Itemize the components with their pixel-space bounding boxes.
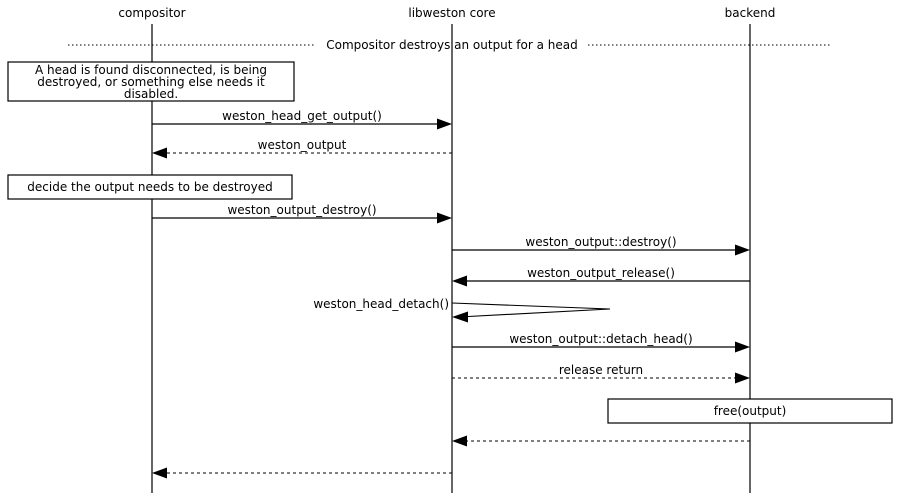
note-free-output-box xyxy=(607,398,893,424)
arrow-head-weston-output-destroy xyxy=(437,212,452,224)
message-loop-weston-head-detach xyxy=(451,302,611,318)
arrow-head-weston-head-get-output xyxy=(437,118,452,130)
actor-label-compositor: compositor xyxy=(118,6,185,20)
arrow-head-backend-return xyxy=(452,435,467,447)
note-head-disconnected-line-3: disabled. xyxy=(124,87,178,101)
arrow-head-weston-output-detach-head xyxy=(735,341,750,353)
message-label-weston-output-detach-head: weston_output::detach_head() xyxy=(509,332,692,346)
note-head-disconnected-line-1: A head is found disconnected, is being xyxy=(35,63,267,77)
arrow-head-weston-output-destroy-vfunc xyxy=(735,244,750,256)
arrow-head-weston-output-release xyxy=(452,275,467,287)
arrow-head-core-return xyxy=(152,467,167,479)
arrow-head-weston-output-return xyxy=(152,147,167,159)
note-decide-destroy-text: decide the output needs to be destroyed xyxy=(27,180,272,194)
note-decide-destroy-box xyxy=(7,174,293,200)
message-label-weston-output-release: weston_output_release() xyxy=(527,266,675,280)
actor-label-backend: backend xyxy=(725,6,776,20)
message-label-weston-head-get-output: weston_head_get_output() xyxy=(222,109,382,123)
message-label-release-return: release return xyxy=(559,363,643,377)
actor-label-libweston-core: libweston core xyxy=(408,6,495,20)
arrow-head-weston-head-detach xyxy=(452,311,468,323)
message-label-weston-output-destroy: weston_output_destroy() xyxy=(227,203,376,217)
message-label-weston-output-destroy-vfunc: weston_output::destroy() xyxy=(525,235,676,249)
message-label-weston-output-return: weston_output xyxy=(258,138,347,152)
message-label-weston-head-detach: weston_head_detach() xyxy=(313,297,449,311)
note-free-output-text: free(output) xyxy=(714,404,787,418)
divider-label: Compositor destroys an output for a head xyxy=(326,38,578,52)
note-head-disconnected-line-2: destroyed, or something else needs it xyxy=(37,75,265,89)
note-head-disconnected-box xyxy=(7,61,295,102)
arrow-head-release-return xyxy=(735,372,750,384)
